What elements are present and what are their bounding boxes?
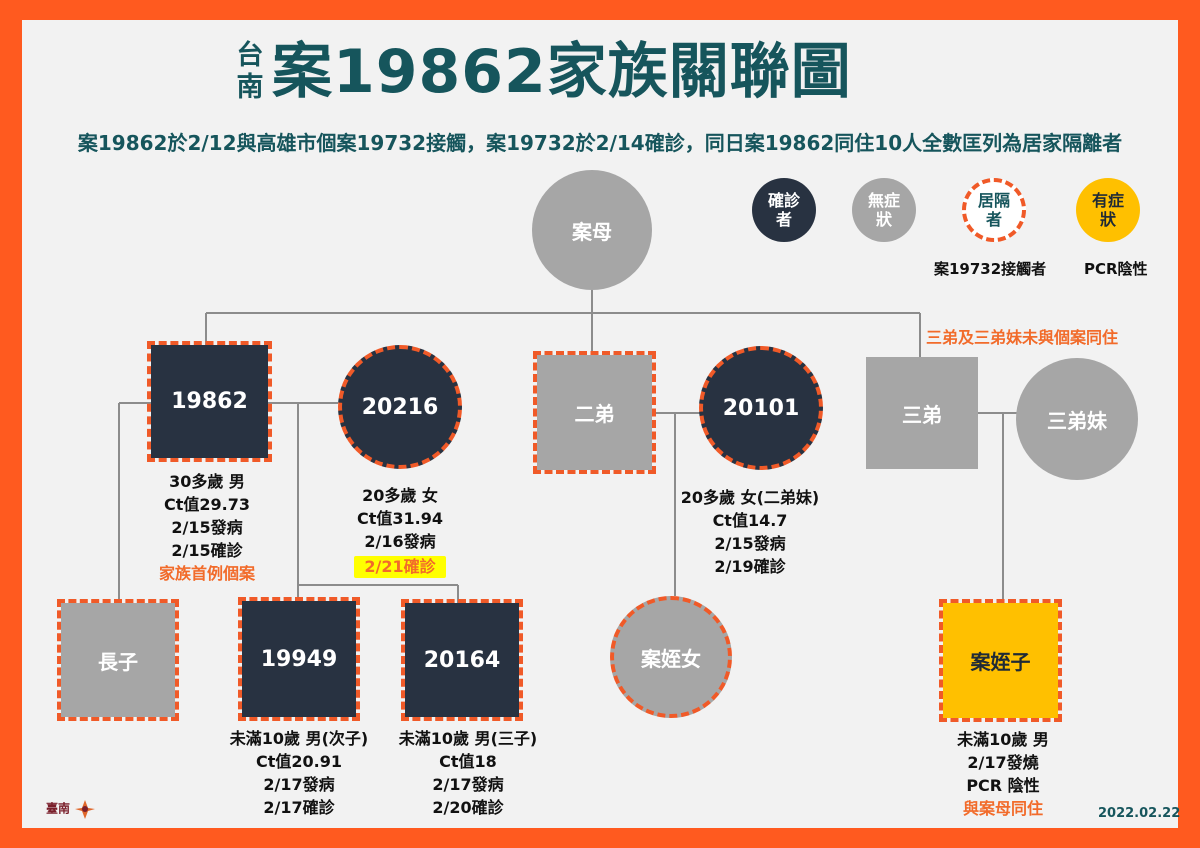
details-20101-line: Ct值14.7: [712, 511, 788, 530]
details-nephew-line: 2/17發燒: [967, 753, 1039, 772]
details-19862-remark: 家族首例個案: [158, 564, 255, 583]
node-20101: 20101: [699, 346, 823, 470]
details-20216-highlight-row: 2/21確診: [325, 555, 475, 578]
details-nephew-line: 未滿10歲 男: [957, 730, 1049, 749]
legend-quarantine-label: 居隔者: [977, 191, 1010, 229]
tainan-logo-mark-icon: [75, 800, 96, 819]
details-nephew: 未滿10歲 男 2/17發燒 PCR 陰性 與案母同住: [928, 728, 1078, 820]
details-20164-line: 2/17發病: [432, 775, 504, 794]
details-19862-line: 30多歲 男: [169, 472, 245, 491]
details-19949: 未滿10歲 男(次子) Ct值20.91 2/17發病 2/17確診: [209, 727, 389, 819]
node-third-brother-label: 三弟: [902, 402, 942, 427]
node-19862: 19862: [147, 341, 272, 462]
details-20216-line: 20多歲 女: [362, 486, 438, 505]
node-nephew: 案姪子: [939, 599, 1062, 722]
legend-symptomatic-label: 有症狀: [1091, 191, 1124, 229]
details-20216-line: Ct值31.94: [356, 509, 443, 528]
node-mother-label: 案母: [572, 219, 612, 244]
details-19949-line: 未滿10歲 男(次子): [229, 729, 369, 748]
details-19862-line: Ct值29.73: [163, 495, 250, 514]
node-mother: 案母: [532, 170, 652, 290]
details-20101-line: 20多歲 女(二弟妹): [680, 488, 820, 507]
details-19862-line: 2/15確診: [171, 541, 243, 560]
details-20101: 20多歲 女(二弟妹) Ct值14.7 2/15發病 2/19確診: [675, 486, 825, 578]
details-20164: 未滿10歲 男(三子) Ct值18 2/17發病 2/20確診: [378, 727, 558, 819]
legend-confirmed-label: 確診者: [767, 191, 800, 229]
details-19862: 30多歲 男 Ct值29.73 2/15發病 2/15確診 家族首例個案: [132, 470, 282, 585]
legend-note-contact: 案19732接觸者: [934, 260, 1047, 278]
legend-asymptomatic: 無症狀: [852, 178, 916, 242]
node-third-sister-in-law: 三弟妹: [1016, 358, 1138, 480]
details-20101-line: 2/15發病: [714, 534, 786, 553]
details-20164-line: 2/20確診: [432, 798, 504, 817]
node-20216: 20216: [338, 345, 462, 469]
details-20216-line: 2/16發病: [364, 532, 436, 551]
details-20164-line: 未滿10歲 男(三子): [398, 729, 538, 748]
details-19949-line: 2/17發病: [263, 775, 335, 794]
node-niece-label: 案姪女: [641, 646, 701, 671]
subtitle: 案19862於2/12與高雄市個案19732接觸，案19732於2/14確診，同…: [77, 131, 1123, 155]
node-20101-label: 20101: [722, 395, 800, 421]
node-nephew-label: 案姪子: [970, 650, 1031, 674]
legend-quarantine: 居隔者: [962, 178, 1026, 242]
node-20164-label: 20164: [423, 647, 501, 673]
node-third-sister-in-law-label: 三弟妹: [1047, 408, 1107, 433]
node-19862-label: 19862: [171, 389, 248, 414]
node-20216-label: 20216: [361, 394, 439, 420]
legend-symptomatic: 有症狀: [1076, 178, 1140, 242]
legend-confirmed: 確診者: [752, 178, 816, 242]
node-19949: 19949: [238, 597, 360, 721]
details-19949-line: 2/17確診: [263, 798, 335, 817]
publish-date: 2022.02.22: [1098, 806, 1181, 821]
details-19949-line: Ct值20.91: [255, 752, 342, 771]
third-brother-note: 三弟及三弟妹未與個案同住: [926, 328, 1119, 347]
details-nephew-remark: 與案母同住: [962, 799, 1043, 818]
node-second-brother-label: 二弟: [574, 402, 615, 426]
node-eldest-son: 長子: [57, 599, 179, 721]
tainan-logo: 臺南: [46, 798, 96, 820]
node-second-brother: 二弟: [533, 351, 656, 474]
node-19949-label: 19949: [260, 646, 338, 672]
details-20216-highlight: 2/21確診: [354, 556, 446, 578]
page-title: 案19862家族關聯圖: [272, 37, 852, 107]
tainan-logo-text: 臺南: [46, 801, 71, 816]
node-20164: 20164: [401, 599, 523, 721]
node-third-brother: 三弟: [866, 357, 978, 469]
title-prefix: 台南: [236, 40, 264, 103]
details-20101-line: 2/19確診: [714, 557, 786, 576]
details-19862-line: 2/15發病: [171, 518, 243, 537]
node-eldest-son-label: 長子: [98, 649, 138, 674]
details-20216: 20多歲 女 Ct值31.94 2/16發病 2/21確診: [325, 484, 475, 578]
node-niece: 案姪女: [610, 596, 732, 718]
details-nephew-line: PCR 陰性: [966, 776, 1040, 795]
legend-note-pcr: PCR陰性: [1084, 260, 1148, 278]
details-20164-line: Ct值18: [439, 752, 497, 771]
legend-asymptomatic-label: 無症狀: [867, 191, 900, 229]
